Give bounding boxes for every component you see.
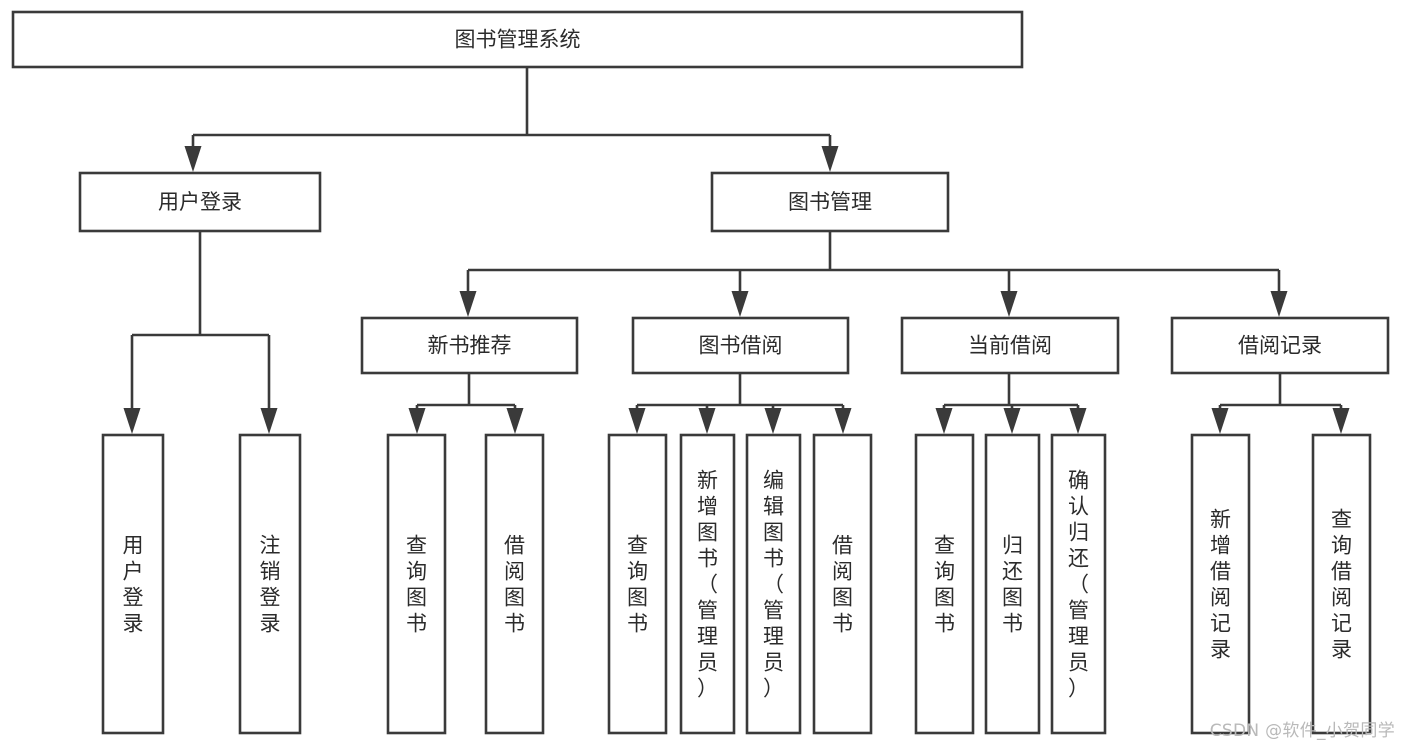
node-box — [484, 433, 545, 735]
node-label: 查询图书 — [934, 533, 955, 635]
arrow-head-icon — [1000, 291, 1018, 317]
node-box — [607, 433, 668, 735]
arrow-head-icon — [821, 146, 839, 172]
arrow-head-icon — [123, 408, 141, 434]
arrow-head-icon — [1270, 291, 1288, 317]
node-box — [710, 171, 950, 233]
node-new-book-recommend[interactable]: 新书推荐 — [360, 316, 579, 375]
node-label: 归还图书 — [1002, 533, 1023, 635]
node-label: 查询图书 — [627, 533, 648, 635]
node-label: 新增借阅记录 — [1210, 507, 1231, 661]
node-leaf-query-borrow-record[interactable]: 查询借阅记录 — [1311, 433, 1372, 735]
node-leaf-query-book-current[interactable]: 查询图书 — [914, 433, 975, 735]
arrow-head-icon — [506, 408, 524, 434]
arrow-head-icon — [1211, 408, 1229, 434]
arrow-head-icon — [731, 291, 749, 317]
node-leaf-query-book-borrow[interactable]: 查询图书 — [607, 433, 668, 735]
arrow-head-icon — [834, 408, 852, 434]
node-box — [386, 433, 447, 735]
node-user-login[interactable]: 用户登录 — [78, 171, 322, 233]
node-box — [900, 316, 1120, 375]
node-leaf-confirm-return[interactable]: 确认归还（管理员） — [1050, 433, 1107, 735]
arrow-head-icon — [408, 408, 426, 434]
arrow-head-icon — [764, 408, 782, 434]
node-box — [1190, 433, 1251, 735]
node-borrow-record[interactable]: 借阅记录 — [1170, 316, 1390, 375]
arrow-head-icon — [260, 408, 278, 434]
node-box — [238, 433, 302, 735]
node-leaf-borrow-book-recommend[interactable]: 借阅图书 — [484, 433, 545, 735]
node-leaf-borrow-book[interactable]: 借阅图书 — [812, 433, 873, 735]
arrow-head-icon — [459, 291, 477, 317]
node-box — [78, 171, 322, 233]
node-box — [745, 433, 802, 735]
node-label: 图书管理 — [788, 190, 872, 214]
node-label: 图书管理系统 — [455, 28, 581, 52]
node-label: 注销登录 — [260, 533, 281, 635]
arrow-head-icon — [1069, 408, 1087, 434]
node-label: 查询借阅记录 — [1331, 507, 1352, 661]
node-leaf-edit-book[interactable]: 编辑图书（管理员） — [745, 433, 802, 735]
arrow-head-icon — [935, 408, 953, 434]
node-box — [11, 10, 1024, 69]
node-box — [679, 433, 736, 735]
node-box — [360, 316, 579, 375]
node-book-management[interactable]: 图书管理 — [710, 171, 950, 233]
node-label: 借阅图书 — [504, 533, 525, 635]
arrow-head-icon — [1332, 408, 1350, 434]
arrow-head-icon — [628, 408, 646, 434]
node-label: 新增图书（管理员） — [697, 468, 718, 700]
node-leaf-query-book-recommend[interactable]: 查询图书 — [386, 433, 447, 735]
node-box — [1170, 316, 1390, 375]
node-label: 确认归还（管理员） — [1068, 468, 1089, 700]
arrow-head-icon — [1003, 408, 1021, 434]
node-label: 编辑图书（管理员） — [763, 468, 784, 700]
node-box — [812, 433, 873, 735]
node-box — [984, 433, 1041, 735]
node-label: 新书推荐 — [428, 334, 512, 358]
node-leaf-return-book[interactable]: 归还图书 — [984, 433, 1041, 735]
node-label: 借阅图书 — [832, 533, 853, 635]
node-box — [631, 316, 850, 375]
node-box — [914, 433, 975, 735]
node-label: 借阅记录 — [1238, 334, 1322, 358]
node-box — [1050, 433, 1107, 735]
node-box — [1311, 433, 1372, 735]
node-box — [101, 433, 165, 735]
node-label: 查询图书 — [406, 533, 427, 635]
node-current-borrow[interactable]: 当前借阅 — [900, 316, 1120, 375]
node-label: 当前借阅 — [968, 334, 1052, 358]
node-leaf-user-login[interactable]: 用户登录 — [101, 433, 165, 735]
node-leaf-logout[interactable]: 注销登录 — [238, 433, 302, 735]
node-label: 用户登录 — [123, 533, 144, 635]
arrow-head-icon — [184, 146, 202, 172]
connector-layer — [123, 67, 1350, 434]
node-book-borrow[interactable]: 图书借阅 — [631, 316, 850, 375]
node-label: 图书借阅 — [699, 334, 783, 358]
node-layer: 图书管理系统用户登录图书管理新书推荐图书借阅当前借阅借阅记录用户登录注销登录查询… — [11, 10, 1390, 735]
node-label: 用户登录 — [158, 190, 242, 214]
node-leaf-add-book[interactable]: 新增图书（管理员） — [679, 433, 736, 735]
arrow-head-icon — [698, 408, 716, 434]
node-leaf-add-borrow-record[interactable]: 新增借阅记录 — [1190, 433, 1251, 735]
node-root[interactable]: 图书管理系统 — [11, 10, 1024, 69]
